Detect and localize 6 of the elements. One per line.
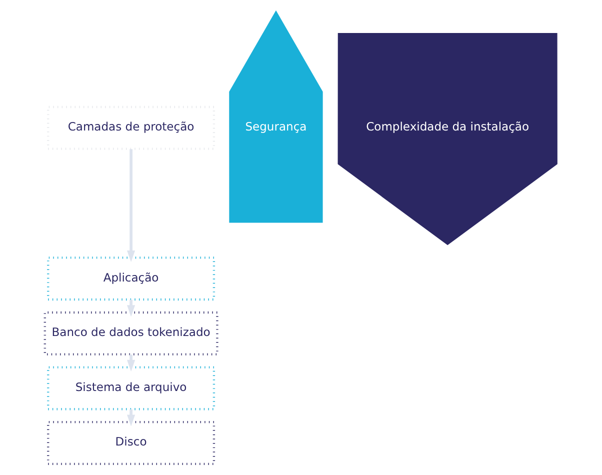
node-box: Banco de dados tokenizado <box>44 311 218 356</box>
arrow <box>127 149 136 262</box>
node-box: Aplicação <box>47 256 216 301</box>
node-box: Camadas de proteção <box>47 106 216 150</box>
node-box: Sistema de arquivo <box>47 366 216 410</box>
node-box: Disco <box>47 421 216 465</box>
